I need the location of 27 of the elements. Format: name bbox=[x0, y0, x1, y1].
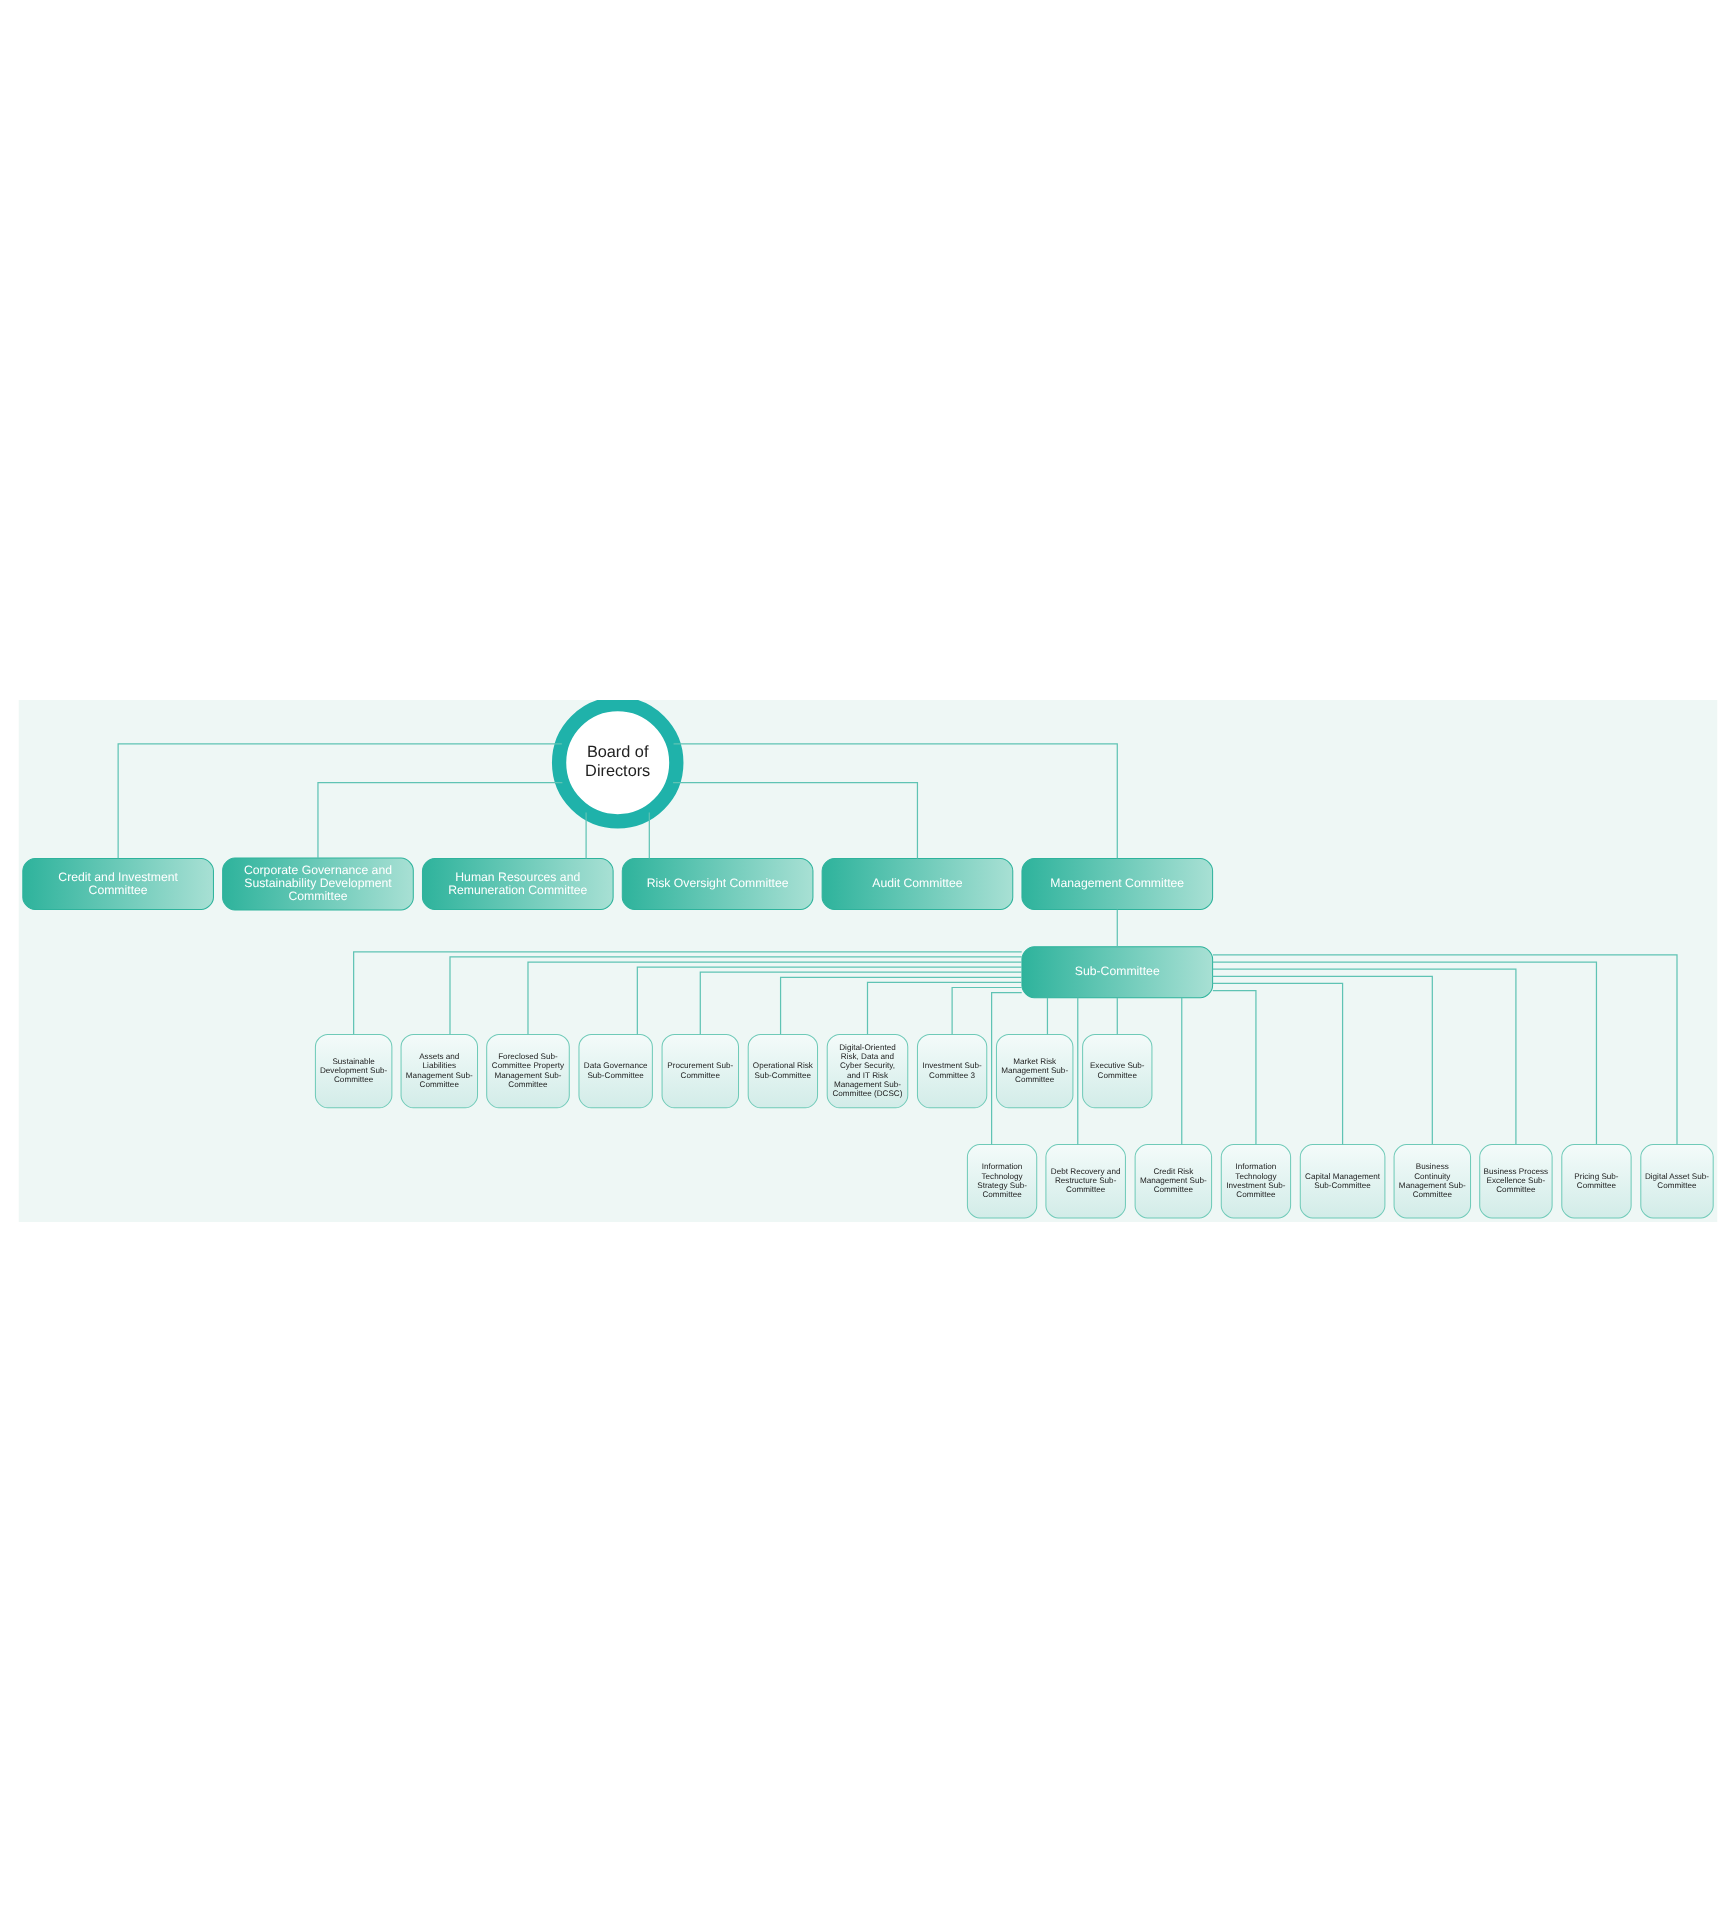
connector bbox=[779, 976, 1023, 1035]
connector bbox=[672, 781, 919, 860]
connector bbox=[353, 951, 1023, 1035]
connector bbox=[1181, 997, 1183, 1146]
connector bbox=[636, 966, 1023, 1035]
connector bbox=[699, 971, 1023, 1035]
connector bbox=[1077, 997, 1079, 1146]
connector bbox=[648, 811, 650, 860]
connector bbox=[1116, 908, 1118, 948]
connector bbox=[1212, 968, 1517, 1145]
connector bbox=[585, 811, 587, 860]
connector bbox=[117, 743, 563, 859]
connector bbox=[1212, 982, 1344, 1146]
connector bbox=[1212, 975, 1433, 1145]
connector bbox=[1116, 997, 1118, 1035]
connector bbox=[527, 961, 1023, 1035]
connector bbox=[672, 743, 1118, 859]
connector bbox=[1212, 954, 1678, 1145]
node-circle: Board of Directors bbox=[551, 700, 684, 829]
connector bbox=[1046, 997, 1049, 1035]
connector bbox=[317, 781, 563, 859]
connector bbox=[1212, 961, 1598, 1145]
connector bbox=[951, 986, 1023, 1035]
connector bbox=[991, 992, 1023, 1145]
connector bbox=[1212, 989, 1257, 1146]
connector bbox=[866, 981, 1023, 1035]
connector bbox=[449, 956, 1023, 1035]
